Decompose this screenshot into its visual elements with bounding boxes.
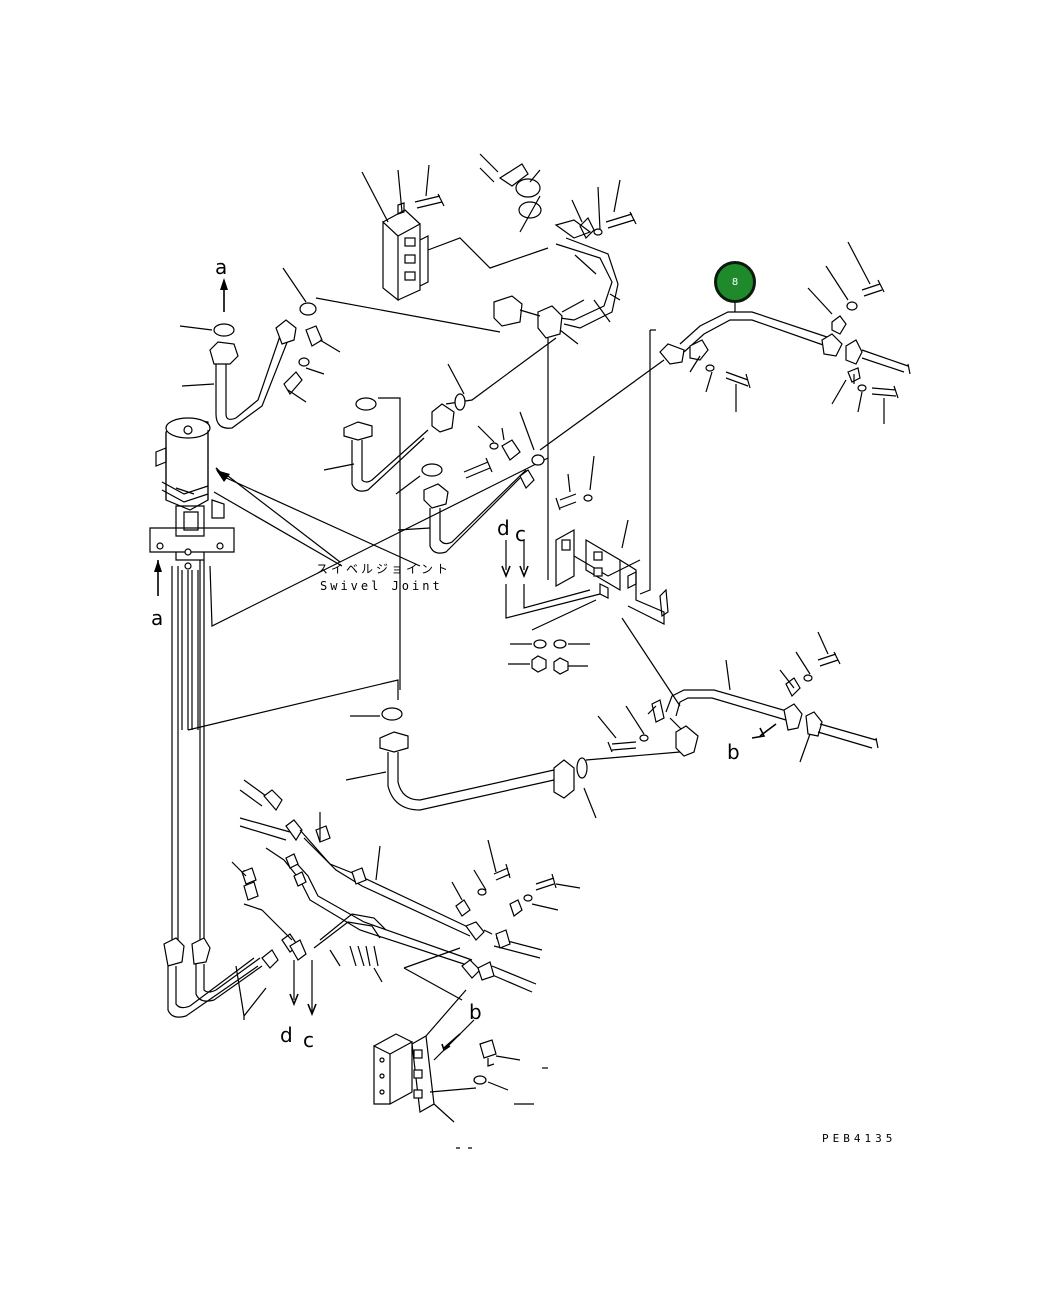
- drawing-code: PEB4135: [822, 1132, 897, 1145]
- arrow-a-top: [220, 278, 228, 312]
- arrow-a-left: [154, 560, 162, 596]
- middle-right-pipe: [597, 631, 879, 763]
- center-flange-block: [282, 267, 585, 580]
- middle-pipe-2: [395, 411, 545, 554]
- label-a-left: a: [151, 606, 164, 630]
- label-c-bottom: c: [303, 1028, 314, 1052]
- label-d-bottom: d: [280, 1023, 293, 1047]
- label-b-bottom: b: [469, 1000, 482, 1024]
- lower-hose-cluster: [231, 779, 581, 1020]
- label-c-mid: c: [515, 522, 526, 546]
- left-upper-pipe: [179, 319, 341, 429]
- swivel-joint-label-japanese: スイベルジョイント: [316, 562, 452, 576]
- label-b-right: b: [727, 740, 740, 764]
- upper-pipe-assembly: [479, 153, 637, 329]
- center-bracket: [501, 455, 681, 707]
- label-d-mid: d: [497, 516, 510, 540]
- middle-pipe-1: [323, 363, 466, 690]
- lower-swivel-hoses: [163, 937, 317, 1018]
- swivel-joint-label-english: Swivel Joint: [320, 579, 443, 593]
- top-bracket: [361, 164, 549, 302]
- swivel-joint: [149, 417, 549, 960]
- swivel-joint-leader: [216, 470, 341, 563]
- callout-8-button[interactable]: 8: [714, 261, 756, 303]
- label-a-top: a: [215, 255, 228, 279]
- lower-long-pipe: [187, 679, 681, 819]
- bottom-bracket: [373, 989, 548, 1149]
- callout-number: 8: [731, 276, 739, 288]
- right-upper-pipe: [539, 241, 911, 595]
